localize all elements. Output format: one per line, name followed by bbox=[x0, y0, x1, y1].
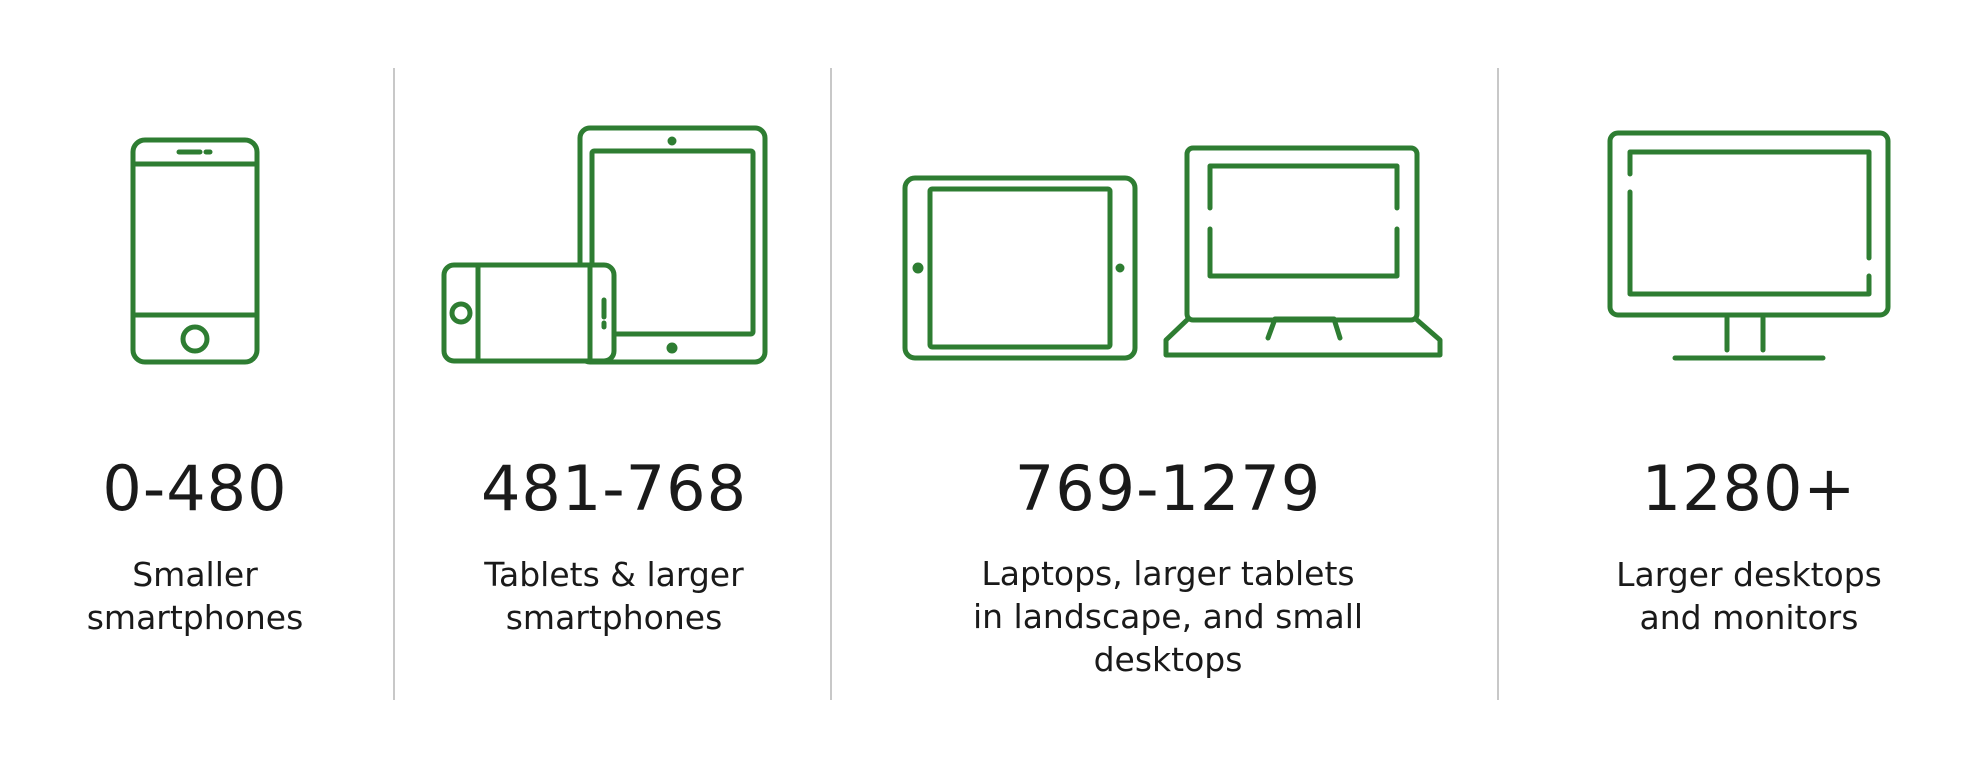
caption-laptops-tablets-desktops: Laptops, larger tablets in landscape, an… bbox=[972, 554, 1364, 679]
range-1280-plus: 1280+ bbox=[1641, 452, 1857, 525]
column-divider-2 bbox=[830, 68, 832, 700]
column-divider-3 bbox=[1497, 68, 1499, 700]
caption-smaller-smartphones: Smaller smartphones bbox=[86, 555, 304, 637]
caption-tablets-larger-smartphones: Tablets & larger smartphones bbox=[484, 555, 744, 637]
desktop-monitor-icon bbox=[1605, 128, 1895, 364]
tablet-and-phone-icon bbox=[440, 125, 770, 365]
range-769-1279: 769-1279 bbox=[1014, 452, 1322, 525]
column-divider-1 bbox=[393, 68, 395, 700]
caption-larger-desktops-monitors: Larger desktops and monitors bbox=[1616, 555, 1882, 637]
range-481-768: 481-768 bbox=[480, 452, 748, 525]
smartphone-portrait-icon bbox=[130, 137, 260, 365]
tablet-and-laptop-icon bbox=[900, 143, 1450, 365]
range-0-480: 0-480 bbox=[102, 452, 288, 525]
